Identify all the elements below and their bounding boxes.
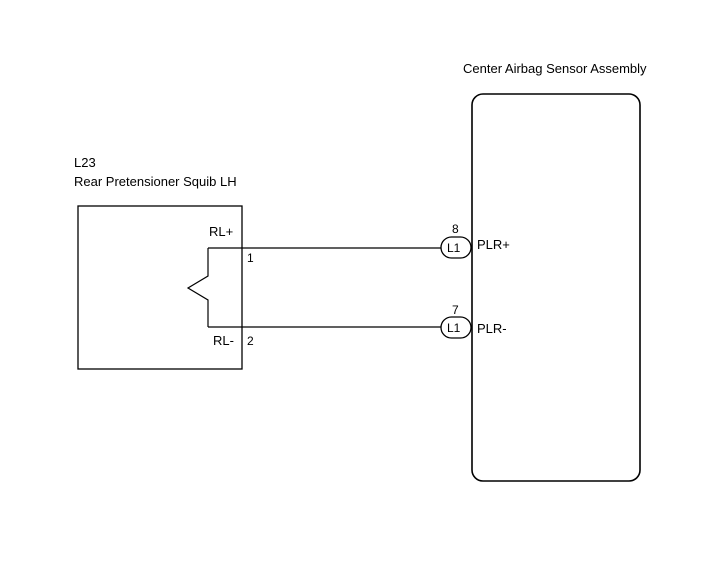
terminal-rl-minus-pin: 2 [247, 334, 254, 348]
terminal-rl-minus-label: RL- [213, 333, 234, 348]
connector-label: L1 [447, 321, 461, 335]
sensor-assembly-title: Center Airbag Sensor Assembly [463, 61, 647, 76]
terminal-rl-plus-label: RL+ [209, 224, 233, 239]
terminal-rl-plus-pin: 1 [247, 251, 254, 265]
squib-code-label: L23 [74, 155, 96, 170]
squib-element-symbol [186, 248, 209, 327]
connector-l1-lower: L1 [440, 316, 472, 339]
terminal-plr-minus-label: PLR- [477, 321, 507, 336]
terminal-plr-minus-pin: 7 [452, 303, 459, 317]
connector-l1-upper: L1 [440, 236, 472, 259]
connector-label: L1 [447, 241, 461, 255]
sensor-assembly-box [471, 93, 641, 482]
squib-box [77, 205, 243, 370]
terminal-plr-plus-label: PLR+ [477, 237, 510, 252]
terminal-plr-plus-pin: 8 [452, 222, 459, 236]
squib-name-label: Rear Pretensioner Squib LH [74, 174, 237, 189]
